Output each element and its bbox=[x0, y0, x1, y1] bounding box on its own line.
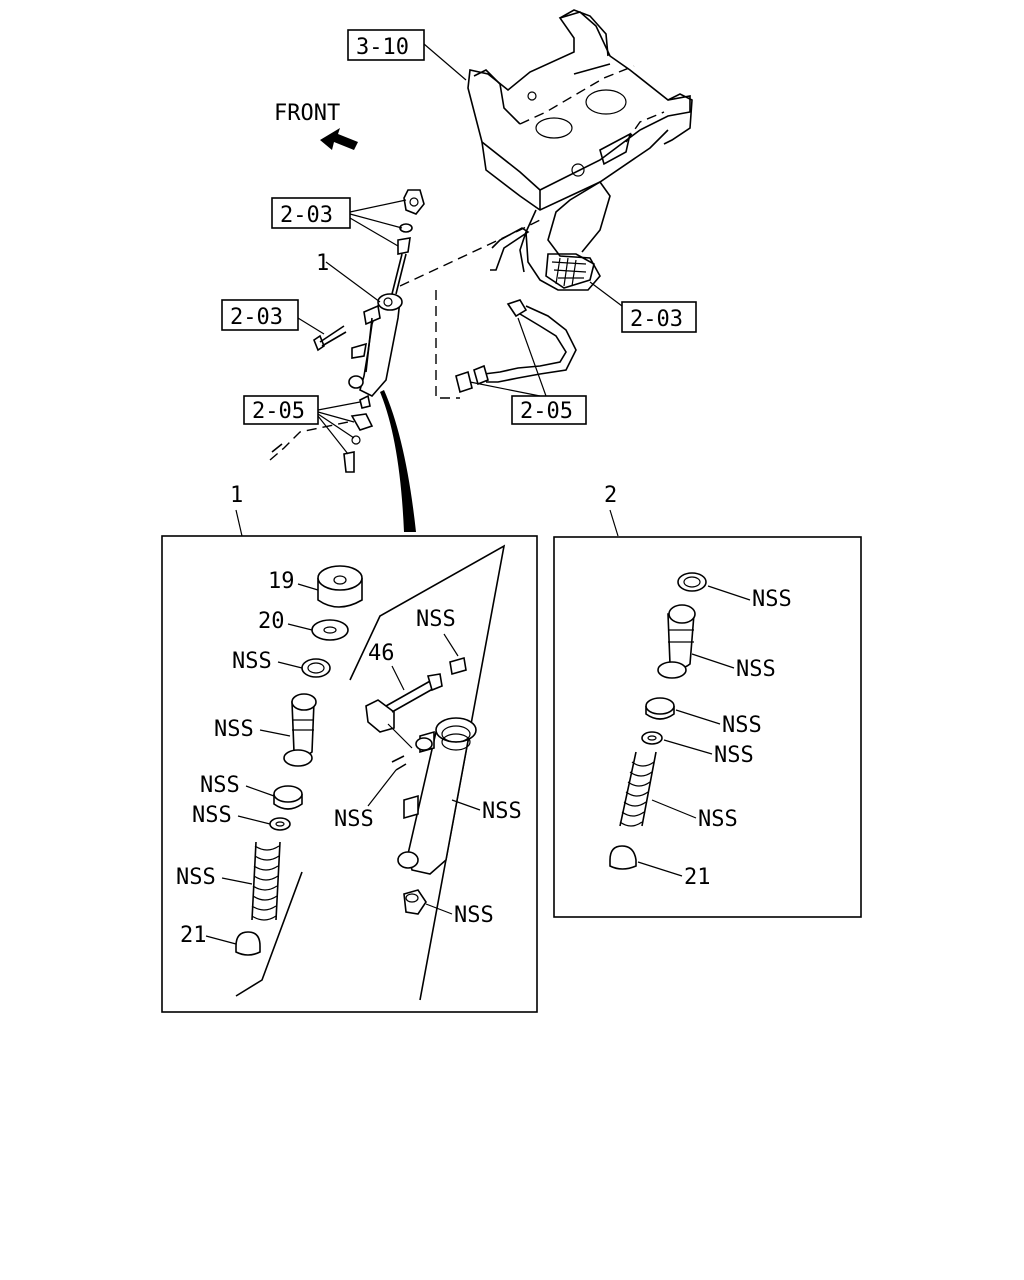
ref-box-bolt bbox=[221, 299, 299, 331]
part-cup-2 bbox=[645, 697, 675, 720]
label-nss-box1-d: NSS bbox=[192, 803, 232, 828]
part-small-washer-2 bbox=[641, 731, 663, 745]
label-19: 19 bbox=[268, 569, 295, 594]
ref-box-pedal bbox=[621, 301, 697, 333]
part-19-reservoir-cap bbox=[317, 565, 363, 608]
label-nss-box1-dowel: NSS bbox=[334, 807, 374, 832]
detail-box-1 bbox=[161, 535, 538, 1013]
master-cylinder bbox=[348, 293, 403, 397]
part-21-boot-2 bbox=[609, 845, 637, 870]
part-21-boot bbox=[235, 931, 261, 956]
ref-box-pin-fitting bbox=[271, 197, 351, 229]
part-seal-ring-2 bbox=[677, 572, 707, 592]
reservoir-hose bbox=[455, 299, 577, 394]
label-21-box1: 21 bbox=[180, 923, 207, 948]
front-label: FRONT bbox=[274, 101, 340, 126]
part-cup bbox=[273, 785, 303, 810]
label-20: 20 bbox=[258, 609, 285, 634]
label-nss-box2-d: NSS bbox=[714, 743, 754, 768]
label-nss-box2-c: NSS bbox=[722, 713, 762, 738]
part-spring-2 bbox=[619, 751, 657, 827]
label-nss-box1-pin: NSS bbox=[416, 607, 456, 632]
part-bleeder bbox=[403, 889, 427, 915]
part-46-pushrod bbox=[365, 673, 443, 749]
clutch-pedal bbox=[490, 180, 611, 291]
front-arrow-icon bbox=[320, 128, 358, 150]
ref-pedal: 2-03 bbox=[630, 307, 683, 332]
ref-box-3-10 bbox=[347, 29, 425, 61]
label-nss-box2-e: NSS bbox=[698, 807, 738, 832]
label-nss-box1-c: NSS bbox=[200, 773, 240, 798]
part-seal-ring-1 bbox=[301, 658, 331, 678]
label-nss-box1-body: NSS bbox=[482, 799, 522, 824]
lower-fitting bbox=[269, 394, 374, 473]
part-cylinder-body bbox=[397, 717, 477, 875]
label-nss-box1-b: NSS bbox=[214, 717, 254, 742]
label-46: 46 bbox=[368, 641, 395, 666]
part-pin-small bbox=[449, 656, 467, 676]
label-nss-box1-bleeder: NSS bbox=[454, 903, 494, 928]
ref-box-hose-clamps bbox=[511, 395, 587, 425]
box2-title: 2 bbox=[604, 483, 617, 508]
part-piston bbox=[283, 693, 317, 767]
detail-pointer bbox=[380, 390, 416, 532]
part-20-washer bbox=[311, 619, 349, 641]
ref-hose-clamps: 2-05 bbox=[520, 399, 573, 424]
label-nss-box2-b: NSS bbox=[736, 657, 776, 682]
detail-box-2 bbox=[553, 536, 862, 918]
part-small-washer bbox=[269, 817, 291, 831]
label-21-box2: 21 bbox=[684, 865, 711, 890]
callout-master-cylinder: 1 bbox=[316, 251, 329, 276]
part-spring bbox=[251, 841, 281, 921]
clevis-pin-fitting bbox=[391, 189, 425, 295]
ref-pin-fitting: 2-03 bbox=[280, 203, 333, 228]
part-piston-2 bbox=[657, 604, 696, 679]
label-nss-box1-a: NSS bbox=[232, 649, 272, 674]
ref-lower-fitting: 2-05 bbox=[252, 399, 305, 424]
label-nss-box1-e: NSS bbox=[176, 865, 216, 890]
part-dowel bbox=[391, 755, 407, 771]
mounting-bolt bbox=[313, 325, 347, 352]
ref-top-bracket: 3-10 bbox=[356, 35, 409, 60]
box1-title: 1 bbox=[230, 483, 243, 508]
label-nss-box2-a: NSS bbox=[752, 587, 792, 612]
ref-bolt: 2-03 bbox=[230, 305, 283, 330]
pedal-bracket bbox=[467, 9, 693, 211]
